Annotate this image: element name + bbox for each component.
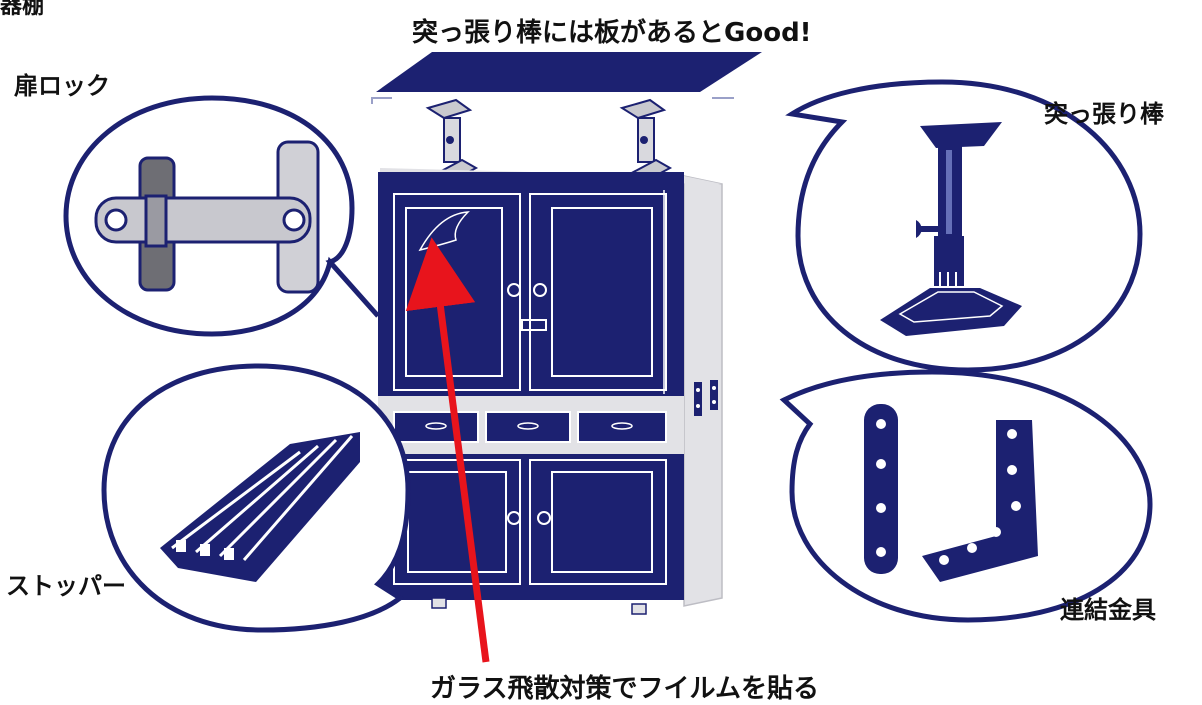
label-connector: 連結金具 (1060, 596, 1156, 624)
callout-connector (779, 369, 1153, 623)
board-icon (371, 52, 762, 104)
top-caption: 突っ張り棒には板があるとGood! (412, 18, 812, 48)
connector-bracket-icon (864, 404, 1038, 582)
label-tension-rod: 突っ張り棒 (1044, 100, 1164, 128)
label-door-lock: 扉ロック (14, 72, 110, 100)
red-arrow (405, 237, 490, 663)
callout-door-lock (63, 95, 380, 337)
door-lock-icon (94, 140, 320, 294)
cupboard-icon (378, 168, 723, 615)
stopper-icon (160, 432, 360, 582)
corner-label: 器棚 (0, 0, 45, 19)
bottom-caption: ガラス飛散対策でフイルムを貼る (430, 674, 819, 704)
tension-rod-icon (619, 98, 673, 186)
callout-stopper (101, 363, 411, 633)
callout-tension-rod (785, 79, 1143, 373)
label-stopper: ストッパー (6, 572, 126, 600)
tension-rod-icon (880, 122, 1022, 336)
